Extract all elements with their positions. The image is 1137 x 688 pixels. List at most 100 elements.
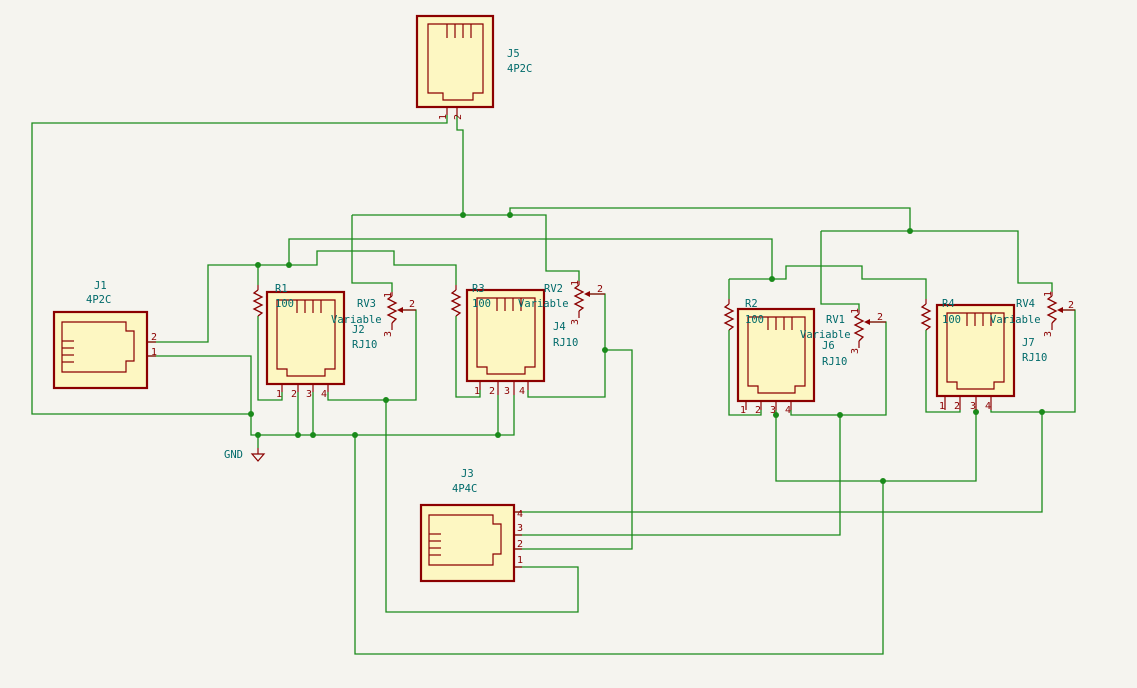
wires: [31, 115, 1076, 655]
ref-label: R1: [275, 283, 288, 295]
ref-label: J1: [94, 280, 107, 292]
wire: [728, 330, 762, 416]
pin-number: 1: [474, 386, 480, 397]
value-label: 4P2C: [86, 294, 111, 306]
junction-dot: [837, 412, 843, 418]
pin-number: 3: [1043, 331, 1054, 337]
gnd-symbol: GND: [224, 448, 266, 462]
junctions: [248, 212, 1045, 484]
ref-label: RV4: [1016, 298, 1035, 310]
pin-number: 3: [570, 319, 581, 325]
resistor-r4[interactable]: R4 100: [920, 298, 961, 331]
junction-dot: [286, 262, 292, 268]
connector-j2[interactable]: 1 2 3 4 J2 RJ10: [265, 290, 377, 400]
junction-dot: [383, 397, 389, 403]
pin-number: 1: [939, 401, 945, 412]
value-label: 100: [942, 314, 961, 326]
pin-number: 2: [291, 389, 297, 400]
pin-number: 1: [383, 292, 394, 298]
value-label: 100: [745, 314, 764, 326]
junction-dot: [769, 276, 775, 282]
ref-label: J2: [352, 324, 365, 336]
pin-number: 3: [517, 523, 523, 534]
ref-label: R2: [745, 298, 758, 310]
value-label: 100: [472, 298, 491, 310]
pin-number: 1: [740, 405, 746, 416]
pin-number: 4: [321, 389, 327, 400]
junction-dot: [602, 347, 608, 353]
pin-number: 3: [770, 405, 776, 416]
pin-number: 1: [438, 114, 449, 120]
ref-label: J7: [1022, 337, 1035, 349]
potentiometer-rv4[interactable]: 1 2 3 RV4 Variable: [990, 291, 1075, 337]
connector-j5[interactable]: 1 2 J5 4P2C: [415, 14, 532, 120]
junction-dot: [773, 412, 779, 418]
ref-label: R4: [942, 298, 955, 310]
junction-dot: [248, 411, 254, 417]
potentiometer-rv1[interactable]: 1 2 3 RV1 Variable: [800, 308, 886, 354]
value-label: 4P4C: [452, 483, 477, 495]
value-label: Variable: [518, 298, 569, 310]
pin-number: 2: [597, 284, 603, 295]
pin-number: 4: [519, 386, 525, 397]
pin-number: 4: [517, 509, 523, 520]
resistor-r3[interactable]: R3 100: [450, 283, 491, 317]
ref-label: RV2: [544, 283, 563, 295]
connector-j3[interactable]: 4 3 2 1 J3 4P4C: [419, 468, 523, 583]
wire: [509, 207, 911, 231]
value-label: Variable: [990, 314, 1041, 326]
pin-number: 3: [970, 401, 976, 412]
wire: [147, 355, 259, 448]
junction-dot: [507, 212, 513, 218]
pin-number: 1: [517, 555, 523, 566]
junction-dot: [880, 478, 886, 484]
pin-number: 2: [151, 332, 157, 343]
junction-dot: [255, 262, 261, 268]
junction-dot: [907, 228, 913, 234]
pin-number: 2: [409, 299, 415, 310]
pin-number: 4: [785, 405, 791, 416]
connector-j4[interactable]: 1 2 3 4 J4 RJ10: [465, 288, 578, 397]
pin-number: 3: [850, 348, 861, 354]
pin-number: 2: [489, 386, 495, 397]
pin-number: 1: [570, 280, 581, 286]
wire: [514, 349, 633, 550]
gnd-label: GND: [224, 449, 243, 461]
wire: [31, 115, 448, 415]
junction-dot: [295, 432, 301, 438]
wire: [257, 316, 283, 401]
pin-number: 1: [151, 347, 157, 358]
connector-j1[interactable]: 2 1 J1 4P2C: [52, 280, 157, 390]
wire: [351, 215, 393, 292]
pin-number: 2: [453, 114, 464, 120]
connector-j6[interactable]: 1 2 3 4 J6 RJ10: [736, 307, 847, 416]
pin-number: 4: [985, 401, 991, 412]
junction-dot: [1039, 409, 1045, 415]
wire: [288, 238, 773, 279]
junction-dot: [255, 432, 261, 438]
wire: [514, 412, 1043, 513]
pin-number: 1: [850, 308, 861, 314]
wire: [147, 264, 289, 343]
pin-number: 2: [1068, 300, 1074, 311]
wire: [385, 400, 579, 613]
value-label: RJ10: [1022, 352, 1047, 364]
value-label: 4P2C: [507, 63, 532, 75]
ref-label: R3: [472, 283, 485, 295]
potentiometer-rv3[interactable]: 1 2 3 RV3 Variable: [331, 292, 416, 337]
junction-dot: [352, 432, 358, 438]
value-label: Variable: [800, 329, 851, 341]
pin-number: 3: [383, 331, 394, 337]
potentiometer-rv2[interactable]: 1 2 3 RV2 Variable: [518, 280, 605, 325]
wire: [289, 250, 457, 285]
ref-label: J3: [461, 468, 474, 480]
wire: [820, 231, 860, 310]
connector-j7[interactable]: 1 2 3 4 J7 RJ10: [935, 303, 1047, 412]
wire: [514, 415, 841, 536]
ref-label: RV1: [826, 314, 845, 326]
resistor-r2[interactable]: R2 100: [723, 298, 764, 331]
pin-number: 1: [276, 389, 282, 400]
resistor-r1[interactable]: R1 100: [252, 283, 294, 317]
wire: [925, 330, 961, 413]
